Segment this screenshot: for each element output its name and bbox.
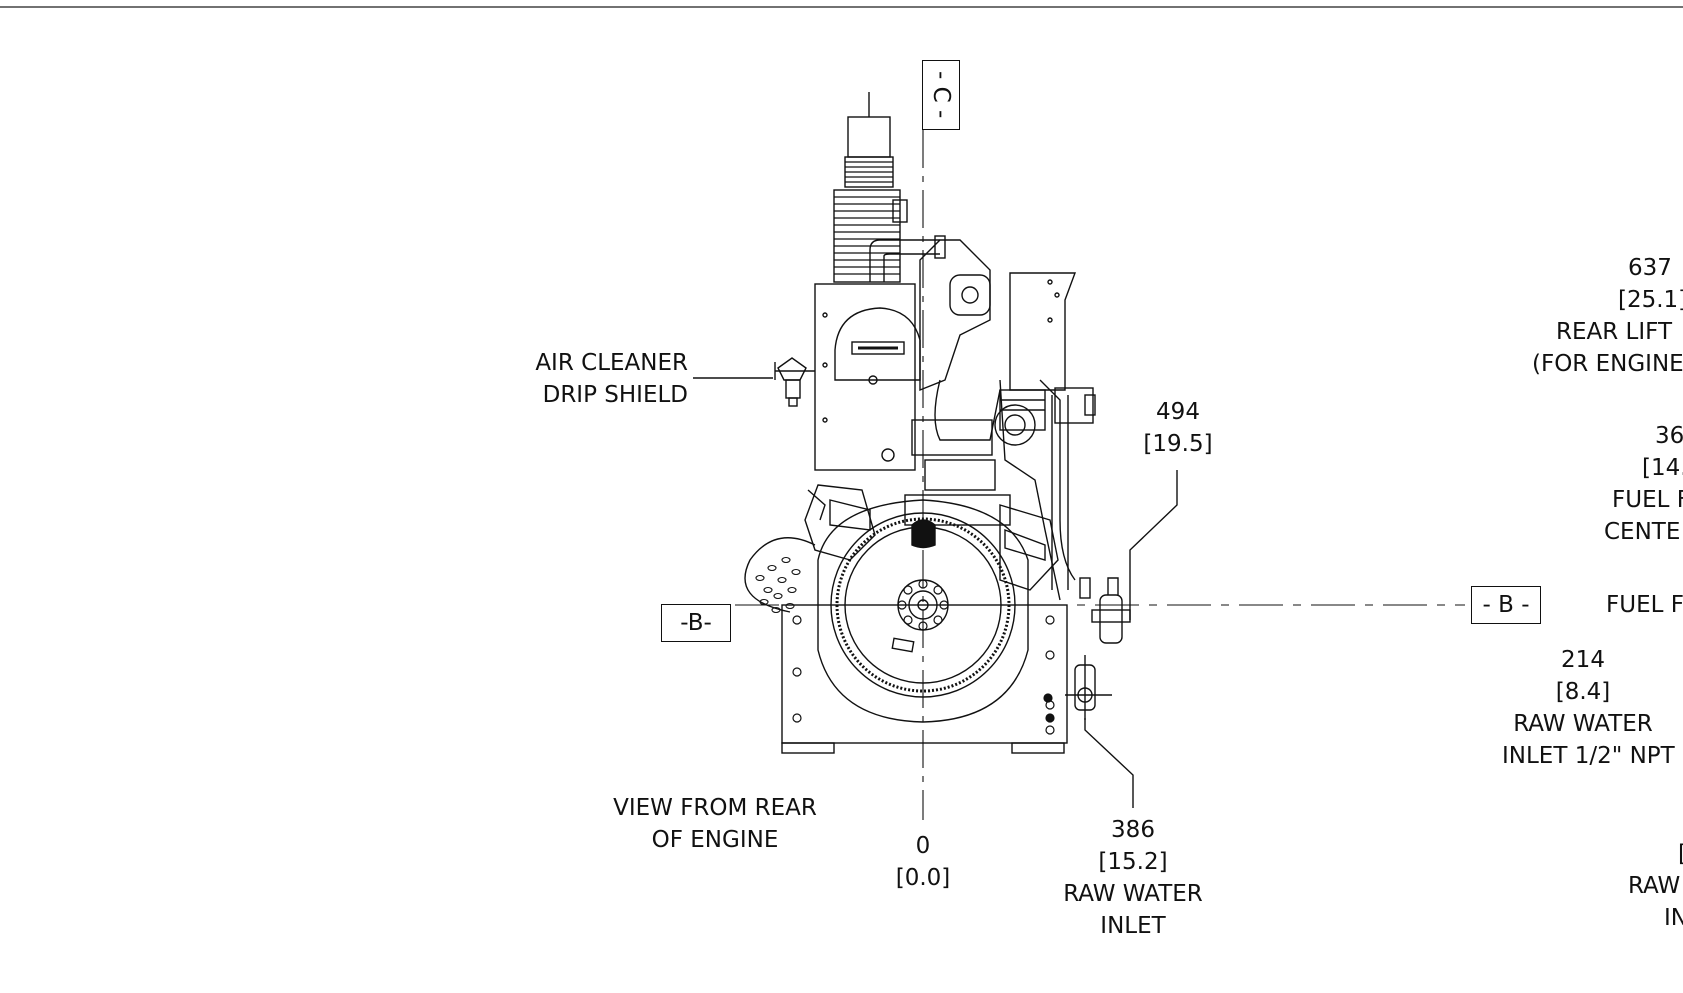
dim-36x-line4: CENTE <box>1604 519 1681 545</box>
dim-637-callout: 637 [25.1] REAR LIFT (FOR ENGINE <box>1532 252 1683 380</box>
dim-386-callout: 386 [15.2] RAW WATER INLET <box>1048 814 1218 942</box>
datum-b-right-box: - B - <box>1471 586 1541 624</box>
raw-cut-callout: [ RAW IN <box>1624 838 1683 934</box>
dim-637-in: [25.1] <box>1618 287 1683 313</box>
dim-494-mm: 494 <box>1156 399 1200 425</box>
dim-637-line4: (FOR ENGINE <box>1532 351 1683 377</box>
flywheel-bolts <box>897 579 949 631</box>
dim-214-in: [8.4] <box>1555 679 1611 705</box>
fuel-f-text: FUEL F <box>1606 592 1683 618</box>
view-label: VIEW FROM REAR OF ENGINE <box>595 792 835 856</box>
dim-494-in: [19.5] <box>1143 431 1213 457</box>
leader-386 <box>1084 718 1134 808</box>
view-label-line1: VIEW FROM REAR <box>613 795 817 821</box>
drip-valve <box>777 357 807 381</box>
dim-494-callout: 494 [19.5] <box>1128 396 1228 460</box>
view-label-line2: OF ENGINE <box>651 827 779 853</box>
dim-214-mm: 214 <box>1561 647 1605 673</box>
dim-36x-mm: 36 <box>1655 423 1683 449</box>
coolant-hose <box>1051 395 1069 590</box>
dim-36x-line3: FUEL F <box>1612 487 1683 513</box>
fuel-fitting <box>1079 577 1091 599</box>
dim-386-mm: 386 <box>1111 817 1155 843</box>
air-cleaner-line1: AIR CLEANER <box>535 350 688 376</box>
dim-0-callout: 0 [0.0] <box>883 830 963 894</box>
dim-0-mm: 0 <box>915 833 931 859</box>
raw-cut-line2: RAW <box>1628 873 1681 899</box>
drip-shield <box>834 307 921 381</box>
electrical-box <box>1009 272 1077 391</box>
dim-386-line3: RAW WATER <box>1063 881 1203 907</box>
base-frame <box>781 604 1068 744</box>
datum-b-left-box: -B- <box>661 604 731 642</box>
datum-c-box: - C - <box>922 60 960 130</box>
datum-b-left-label: -B- <box>680 610 712 636</box>
dim-214-callout: 214 [8.4] RAW WATER INLET 1/2" NPT <box>1495 644 1683 772</box>
engine-upper <box>919 239 991 392</box>
dim-0-in: [0.0] <box>895 865 951 891</box>
dim-214-line4: INLET 1/2" NPT <box>1502 743 1675 769</box>
air-cleaner-housing <box>814 283 916 471</box>
dim-386-line4: INLET <box>1100 913 1166 939</box>
raw-cut-line1: [ <box>1624 838 1683 870</box>
datum-b-right-label: - B - <box>1482 592 1530 618</box>
dim-36x-in: [14. <box>1642 455 1683 481</box>
dim-637-line3: REAR LIFT <box>1556 319 1673 345</box>
dim-637-mm: 637 <box>1628 255 1672 281</box>
datum-c-label: - C - <box>928 71 954 119</box>
air-cleaner-line2: DRIP SHIELD <box>542 382 688 408</box>
leader-494 <box>1129 470 1178 620</box>
flywheel-housing <box>817 499 1029 723</box>
exhaust-elbow <box>869 239 940 282</box>
raw-cut-line3: IN <box>1664 905 1683 931</box>
air-cleaner-callout: AIR CLEANER DRIP SHIELD <box>520 347 688 411</box>
dim-214-line3: RAW WATER <box>1513 711 1653 737</box>
exhaust-bellows <box>833 92 908 283</box>
fuel-f-label: FUEL F <box>1606 589 1683 621</box>
perforated-guard <box>744 537 816 613</box>
dim-386-in: [15.2] <box>1098 849 1168 875</box>
dim-36x-callout: 36 [14. FUEL F CENTE <box>1604 420 1683 548</box>
